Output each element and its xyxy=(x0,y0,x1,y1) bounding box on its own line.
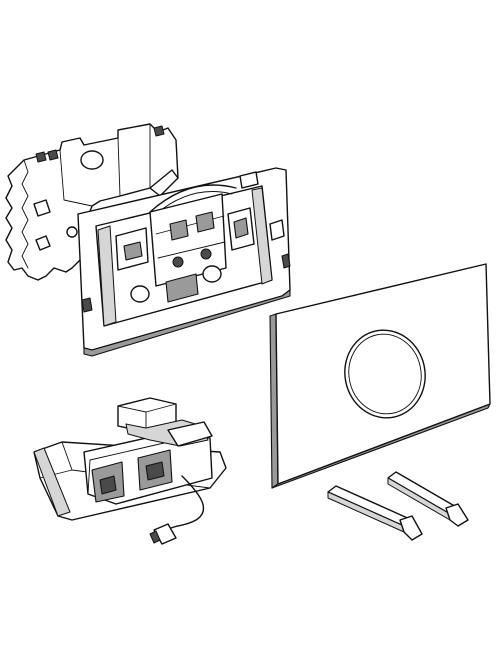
fixing-pins xyxy=(327,471,469,541)
fixing-pin-2 xyxy=(387,471,469,527)
electronic-module xyxy=(33,397,227,545)
mounting-bracket xyxy=(5,123,179,281)
actuator-frame xyxy=(77,167,291,357)
cover-plate xyxy=(269,263,491,489)
fixing-pin-1 xyxy=(327,485,423,541)
